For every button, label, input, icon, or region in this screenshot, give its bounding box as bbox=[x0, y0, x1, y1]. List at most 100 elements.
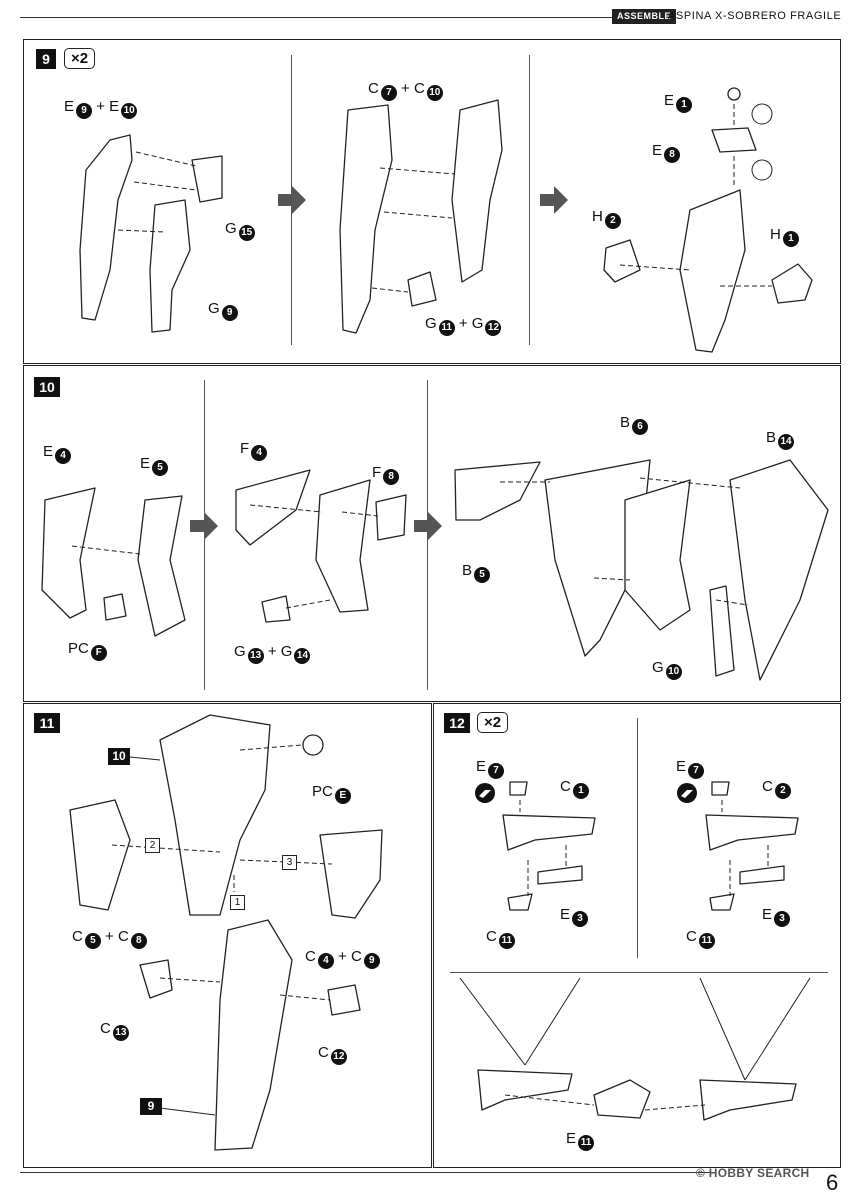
subassembly-ref: 9 bbox=[140, 1098, 162, 1115]
watermark: © HOBBY SEARCH bbox=[696, 1166, 810, 1180]
part-prefix: G bbox=[652, 659, 664, 676]
part-number: 11 bbox=[438, 320, 455, 336]
flow-arrow-icon bbox=[190, 512, 218, 540]
subassembly-ref: 10 bbox=[108, 748, 130, 765]
part-number: 1 bbox=[782, 231, 799, 247]
part-number: 7 bbox=[380, 85, 397, 101]
part-prefix: B bbox=[766, 429, 777, 446]
flow-arrow-icon bbox=[278, 186, 306, 214]
divider bbox=[427, 380, 428, 690]
part-number: 2 bbox=[774, 783, 791, 799]
divider bbox=[637, 718, 638, 958]
header-rule bbox=[20, 17, 616, 18]
assemble-tag: ASSEMBLE bbox=[612, 9, 677, 24]
divider bbox=[529, 55, 530, 345]
part-prefix: B bbox=[462, 562, 473, 579]
part-number: 13 bbox=[112, 1025, 129, 1041]
part-number: F bbox=[90, 645, 107, 661]
part-prefix: G bbox=[425, 315, 437, 332]
step-number: 11 bbox=[34, 713, 60, 733]
part-number: 11 bbox=[698, 933, 715, 949]
part-number: 8 bbox=[383, 469, 400, 485]
part-number: 11 bbox=[498, 933, 515, 949]
part-prefix: C bbox=[762, 778, 773, 795]
part-number: 6 bbox=[632, 419, 649, 435]
nipper-icon bbox=[475, 783, 495, 803]
part-prefix: PC bbox=[312, 783, 333, 800]
step-12-panel bbox=[433, 703, 841, 1168]
part-number: 13 bbox=[247, 648, 264, 664]
part-number: 4 bbox=[317, 953, 334, 969]
part-number: 9 bbox=[363, 953, 380, 969]
quantity-badge: ×2 bbox=[64, 48, 96, 69]
part-number: 14 bbox=[778, 434, 795, 450]
part-number: 12 bbox=[485, 320, 502, 336]
part-prefix: G bbox=[225, 220, 237, 237]
part-number: 4 bbox=[251, 445, 268, 461]
part-prefix: C bbox=[686, 928, 697, 945]
part-prefix: C bbox=[560, 778, 571, 795]
part-number: 3 bbox=[572, 911, 589, 927]
part-number: 15 bbox=[238, 225, 255, 241]
divider bbox=[450, 972, 828, 973]
step-number: 12 bbox=[444, 713, 470, 733]
part-number: 9 bbox=[221, 305, 238, 321]
part-joiner: + G bbox=[267, 643, 293, 660]
part-prefix: E bbox=[476, 758, 487, 775]
part-number: 2 bbox=[604, 213, 621, 229]
footer-rule bbox=[20, 1172, 710, 1173]
part-prefix: E bbox=[560, 906, 571, 923]
part-prefix: E bbox=[566, 1130, 577, 1147]
part-prefix: C bbox=[305, 948, 316, 965]
step-number: 9 bbox=[36, 49, 56, 69]
nipper-icon bbox=[677, 783, 697, 803]
step-11-panel bbox=[23, 703, 432, 1168]
part-number: 10 bbox=[665, 664, 682, 680]
part-prefix: E bbox=[676, 758, 687, 775]
part-prefix: B bbox=[620, 414, 631, 431]
order-number: 3 bbox=[282, 855, 297, 870]
step-number: 10 bbox=[34, 377, 60, 397]
part-prefix: H bbox=[770, 226, 781, 243]
part-prefix: G bbox=[208, 300, 220, 317]
part-prefix: PC bbox=[68, 640, 89, 657]
header-title: ASPINA X-SOBRERO FRAGILE bbox=[668, 10, 842, 22]
part-prefix: E bbox=[652, 142, 663, 159]
part-number: 14 bbox=[294, 648, 311, 664]
part-prefix: E bbox=[140, 455, 151, 472]
part-number: 5 bbox=[84, 933, 101, 949]
part-prefix: F bbox=[372, 464, 382, 481]
step-9-panel bbox=[23, 39, 841, 364]
part-prefix: C bbox=[72, 928, 83, 945]
part-joiner: + C bbox=[338, 948, 362, 965]
part-joiner: + C bbox=[401, 80, 425, 97]
part-number: 1 bbox=[676, 97, 693, 113]
part-number: 10 bbox=[121, 103, 138, 119]
order-number: 1 bbox=[230, 895, 245, 910]
part-prefix: E bbox=[664, 92, 675, 109]
part-prefix: C bbox=[486, 928, 497, 945]
